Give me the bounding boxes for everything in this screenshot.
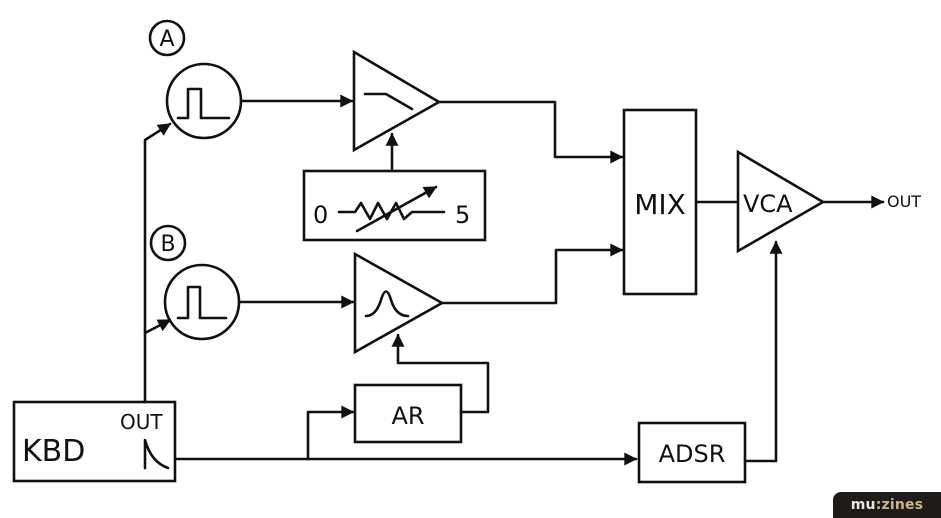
mixer-label: MIX (634, 188, 686, 221)
variable-resistor-icon (337, 201, 446, 221)
pot-max-label: 5 (455, 201, 470, 229)
filter-b-to-mix-wire (440, 243, 624, 305)
vca-label: VCA (743, 190, 793, 218)
lowpass-curve-icon (363, 92, 414, 111)
oscillator-b (163, 263, 241, 341)
envelope-decay-icon (143, 438, 170, 470)
vca-block: VCA (736, 149, 826, 254)
oscillator-a-tag-label: A (159, 27, 174, 52)
cutoff-control-block: 0 5 (302, 169, 487, 242)
kbd-to-osc-b-wire (143, 318, 172, 335)
output-label: OUT (887, 192, 921, 211)
pulse-wave-icon (176, 285, 228, 320)
muzines-logo: mu:zines (833, 492, 941, 518)
keyboard-out-label: OUT (120, 410, 163, 434)
filter-b (353, 251, 445, 355)
logo-part-2: :zines (875, 497, 924, 513)
mixer-block: MIX (622, 108, 698, 296)
filter-a-to-mix-wire (437, 100, 624, 164)
pulse-wave-icon (176, 87, 231, 120)
filter-a (352, 49, 442, 153)
bandpass-curve-icon (364, 290, 410, 318)
kbd-to-osc-wire (143, 122, 172, 404)
adsr-block: ADSR (637, 421, 747, 484)
pot-min-label: 0 (313, 201, 328, 229)
oscillator-a-tag: A (148, 19, 186, 57)
adsr-label: ADSR (659, 440, 726, 468)
oscillator-b-tag: B (149, 224, 187, 262)
ar-label: AR (391, 402, 424, 430)
keyboard-label: KBD (22, 434, 85, 469)
ar-block: AR (353, 383, 463, 444)
keyboard-block: KBD OUT (12, 400, 177, 483)
adsr-to-vca-wire (743, 240, 783, 463)
oscillator-a (165, 62, 243, 140)
kbd-to-ar-wire (306, 405, 355, 461)
logo-part-1: mu (850, 497, 876, 513)
ar-to-filter-b-wire (391, 333, 490, 414)
oscillator-b-tag-label: B (160, 232, 175, 257)
